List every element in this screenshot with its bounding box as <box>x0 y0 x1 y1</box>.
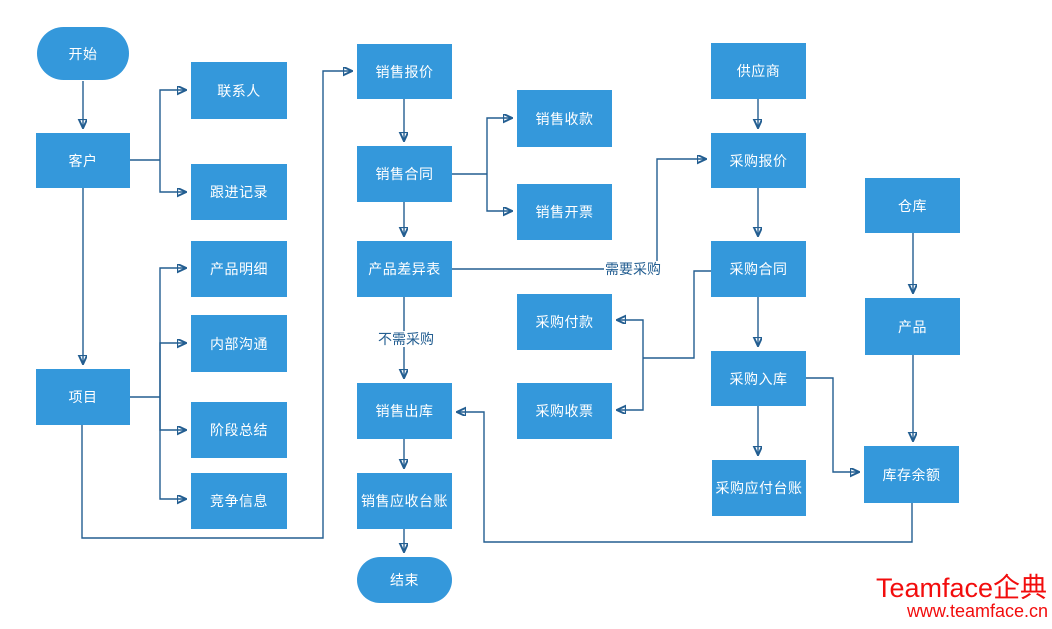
node-sales-invoice[interactable]: 销售开票 <box>517 184 612 240</box>
edge-label-need-purchase: 需要采购 <box>604 261 662 277</box>
node-purchase-quote[interactable]: 采购报价 <box>711 133 806 188</box>
node-purchase-receipt[interactable]: 采购收票 <box>517 383 612 439</box>
node-project[interactable]: 项目 <box>36 369 130 425</box>
node-inventory-balance[interactable]: 库存余额 <box>864 446 959 503</box>
node-product-diff-table[interactable]: 产品差异表 <box>357 241 452 297</box>
node-follow-up-record[interactable]: 跟进记录 <box>191 164 287 220</box>
node-sales-receivable-ledger[interactable]: 销售应收台账 <box>357 473 452 529</box>
node-sales-collection[interactable]: 销售收款 <box>517 90 612 147</box>
edge-contract-to-invoice <box>486 174 511 211</box>
node-purchase-payment[interactable]: 采购付款 <box>517 294 612 350</box>
edge-contract-to-collection <box>486 118 511 174</box>
edge-label-no-purchase: 不需采购 <box>377 331 435 347</box>
node-competition-info[interactable]: 竞争信息 <box>191 473 287 529</box>
edge-project-to-product-detail <box>159 268 185 397</box>
teamface-website: www.teamface.cn <box>906 601 1048 621</box>
node-stage-summary[interactable]: 阶段总结 <box>191 402 287 458</box>
node-internal-comm[interactable]: 内部沟通 <box>191 315 287 372</box>
node-sales-outbound[interactable]: 销售出库 <box>357 383 452 439</box>
edge-inbound-to-inventory <box>806 377 858 472</box>
edge-split-to-purchase-receipt <box>618 358 644 410</box>
node-purchase-payable-ledger[interactable]: 采购应付台账 <box>712 460 806 516</box>
node-customer[interactable]: 客户 <box>36 133 130 188</box>
edge-inventory-to-outbound <box>458 412 913 543</box>
edge-purchase-contract-split <box>643 270 711 359</box>
node-sales-contract[interactable]: 销售合同 <box>357 146 452 202</box>
node-product-detail[interactable]: 产品明细 <box>191 241 287 297</box>
edge-project-to-competition <box>159 397 185 499</box>
node-purchase-inbound[interactable]: 采购入库 <box>711 351 806 406</box>
node-warehouse[interactable]: 仓库 <box>865 178 960 233</box>
teamface-logo: Teamface企典 <box>875 573 1047 603</box>
node-end[interactable]: 结束 <box>357 557 452 603</box>
node-supplier[interactable]: 供应商 <box>711 43 806 99</box>
node-start[interactable]: 开始 <box>37 27 129 80</box>
node-product[interactable]: 产品 <box>865 298 960 355</box>
node-purchase-contract[interactable]: 采购合同 <box>711 241 806 297</box>
node-contact[interactable]: 联系人 <box>191 62 287 119</box>
edge-project-to-internal-comm <box>159 343 185 397</box>
edge-customer-to-followup <box>159 160 185 192</box>
edge-split-to-purchase-payment <box>618 320 644 358</box>
edge-project-to-sales-quote <box>81 71 351 539</box>
edge-project-to-stage-summary <box>159 397 185 430</box>
node-sales-quote[interactable]: 销售报价 <box>357 44 452 99</box>
edge-customer-to-contact <box>159 90 185 160</box>
edge-diff-to-purchase-quote <box>452 159 705 270</box>
